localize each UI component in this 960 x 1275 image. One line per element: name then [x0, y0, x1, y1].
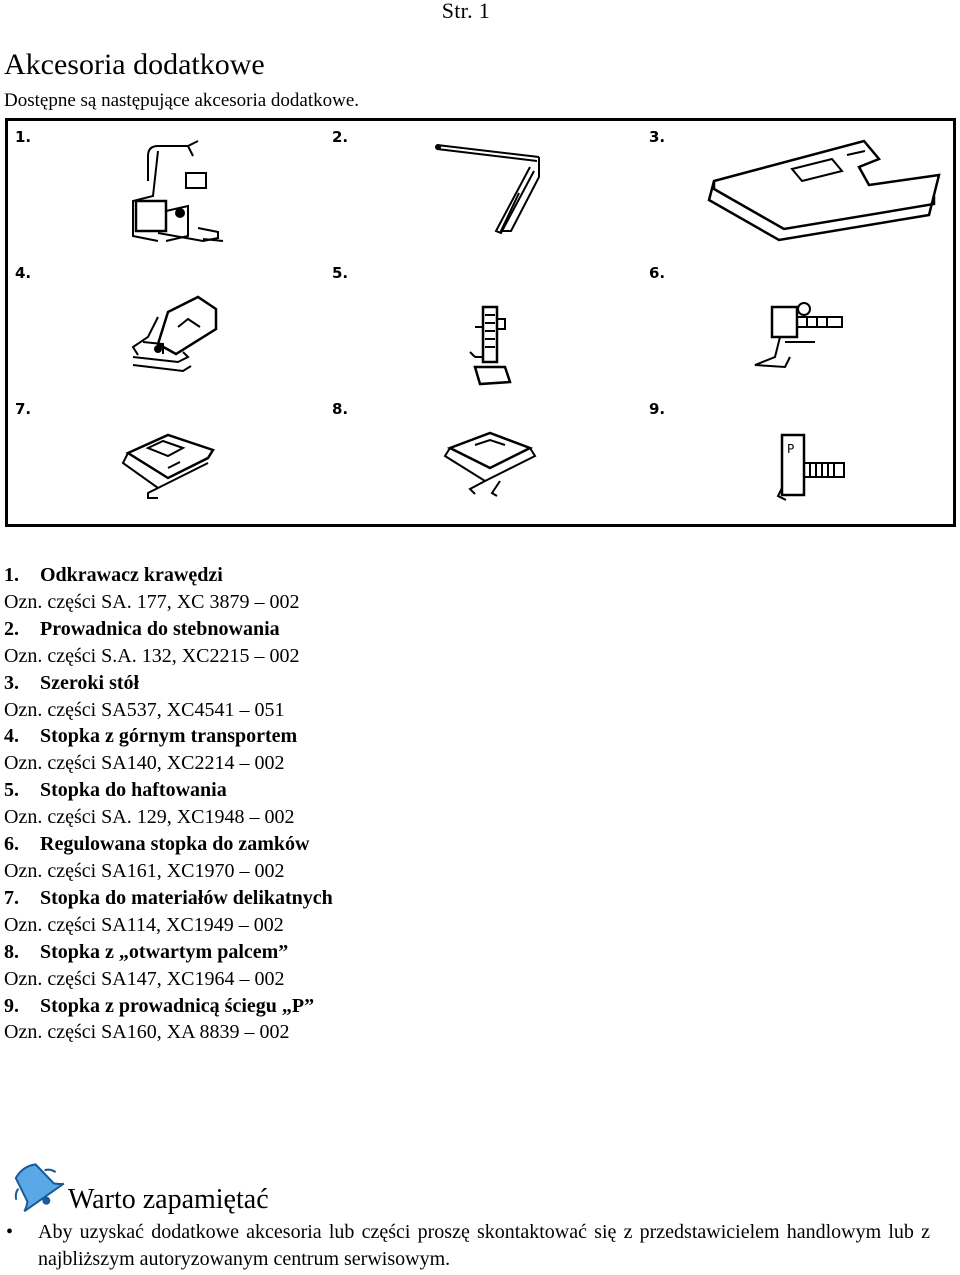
delicate-fabric-foot-illustration — [121, 433, 215, 499]
list-item: 2.Prowadnica do stebnowania Ozn. części … — [4, 616, 333, 670]
note-text: Aby uzyskać dodatkowe akcesoria lub częś… — [38, 1221, 930, 1270]
note-title: Warto zapamiętać — [68, 1184, 269, 1215]
figure-cell-2: 2. — [325, 121, 642, 257]
bullet: • — [6, 1221, 14, 1243]
list-item: 7.Stopka do materiałów delikatnych Ozn. … — [4, 885, 333, 939]
figure-label-8: 8. — [332, 400, 349, 418]
svg-text:P: P — [787, 442, 794, 456]
walking-foot-illustration — [131, 295, 218, 373]
figure-cell-6: 6. — [642, 257, 959, 393]
accessories-figure: 1. 2. 3. — [5, 118, 956, 527]
part-number: Ozn. części S.A. 132, XC2215 – 002 — [4, 644, 300, 667]
note-list: • Aby uzyskać dodatkowe akcesoria lub cz… — [0, 1219, 930, 1273]
part-number: Ozn. części SA160, XA 8839 – 002 — [4, 1021, 290, 1044]
figure-label-4: 4. — [15, 264, 32, 282]
darning-foot-illustration — [469, 305, 512, 386]
figure-cell-5: 5. — [325, 257, 642, 393]
page-number: Str. 1 — [441, 0, 490, 23]
list-item: 8.Stopka z „otwartym palcem” Ozn. części… — [4, 939, 333, 993]
bell-icon — [14, 1163, 65, 1212]
figure-label-1: 1. — [15, 128, 32, 146]
accessory-name: Stopka z prowadnicą ściegu „P” — [40, 994, 315, 1017]
figure-label-2: 2. — [332, 128, 349, 146]
list-item: 6.Regulowana stopka do zamków Ozn. częśc… — [4, 831, 333, 885]
figure-cell-8: 8. — [325, 393, 642, 529]
accessory-name: Odkrawacz krawędzi — [40, 564, 223, 586]
part-number: Ozn. części SA114, XC1949 – 002 — [4, 913, 284, 936]
note-item: • Aby uzyskać dodatkowe akcesoria lub cz… — [0, 1219, 930, 1273]
page-title: Akcesoria dodatkowe — [4, 48, 265, 81]
accessory-name: Stopka z „otwartym palcem” — [40, 940, 289, 963]
figure-cell-4: 4. — [8, 257, 325, 393]
accessory-name: Regulowana stopka do zamków — [40, 833, 310, 856]
figure-label-9: 9. — [649, 400, 666, 418]
zipper-foot-illustration — [754, 302, 843, 369]
list-item: 4.Stopka z górnym transportem Ozn. częśc… — [4, 723, 333, 777]
figure-cell-3: 3. — [642, 121, 959, 257]
part-number: Ozn. części SA140, XC2214 – 002 — [4, 752, 285, 775]
part-number: Ozn. części SA. 177, XC 3879 – 002 — [4, 590, 300, 613]
quilting-guide-illustration — [435, 144, 540, 235]
figure-label-3: 3. — [649, 128, 666, 146]
intro-text: Dostępne są następujące akcesoria dodatk… — [4, 90, 360, 111]
part-number: Ozn. części SA. 129, XC1948 – 002 — [4, 806, 295, 829]
list-item: 1.Odkrawacz krawędzi Ozn. części SA. 177… — [4, 562, 333, 616]
figure-cell-9: 9. P — [642, 393, 959, 529]
accessory-name: Stopka do haftowania — [40, 779, 227, 802]
open-toe-foot-illustration — [443, 431, 537, 497]
list-item: 3.Szeroki stół Ozn. części SA537, XC4541… — [4, 670, 333, 724]
accessory-name: Prowadnica do stebnowania — [40, 617, 280, 640]
figure-label-6: 6. — [649, 264, 666, 282]
extension-table-illustration — [707, 139, 941, 242]
figure-cell-1: 1. — [8, 121, 325, 257]
part-number: Ozn. części SA147, XC1964 – 002 — [4, 967, 285, 990]
list-item: 9.Stopka z prowadnicą ściegu „P” Ozn. cz… — [4, 993, 333, 1047]
accessory-name: Szeroki stół — [40, 671, 140, 694]
figure-label-7: 7. — [15, 400, 32, 418]
part-number: Ozn. części SA537, XC4541 – 051 — [4, 698, 285, 721]
accessory-list: 1.Odkrawacz krawędzi Ozn. części SA. 177… — [4, 562, 333, 1046]
figure-label-5: 5. — [332, 264, 349, 282]
part-number: Ozn. części SA161, XC1970 – 002 — [4, 859, 285, 882]
edge-cutter-illustration — [132, 140, 224, 243]
accessory-name: Stopka z górnym transportem — [40, 725, 298, 748]
accessory-name: Stopka do materiałów delikatnych — [40, 886, 333, 909]
list-item: 5.Stopka do haftowania Ozn. części SA. 1… — [4, 777, 333, 831]
stitch-guide-foot-illustration: P — [776, 433, 845, 501]
figure-cell-7: 7. — [8, 393, 325, 529]
